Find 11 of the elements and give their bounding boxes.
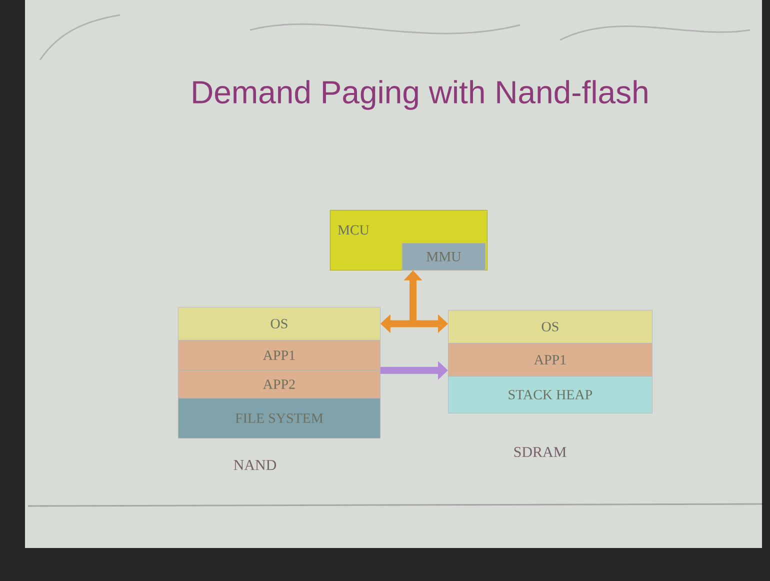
slide-title: Demand Paging with Nand-flash xyxy=(193,80,648,110)
memory-layer: APP1 xyxy=(448,343,652,376)
memory-label: SDRAM xyxy=(514,446,566,458)
memory-label: NAND xyxy=(234,460,276,470)
memory-layer: STACK HEAP xyxy=(448,376,652,414)
memory-layer: APP2 xyxy=(178,370,380,398)
memory-layer: OS xyxy=(448,310,652,344)
memory-layer: FILE SYSTEM xyxy=(178,398,380,438)
memory-layer: APP1 xyxy=(178,340,380,370)
unit-box: MMU xyxy=(402,243,486,270)
memory-layer: OS xyxy=(178,307,380,340)
